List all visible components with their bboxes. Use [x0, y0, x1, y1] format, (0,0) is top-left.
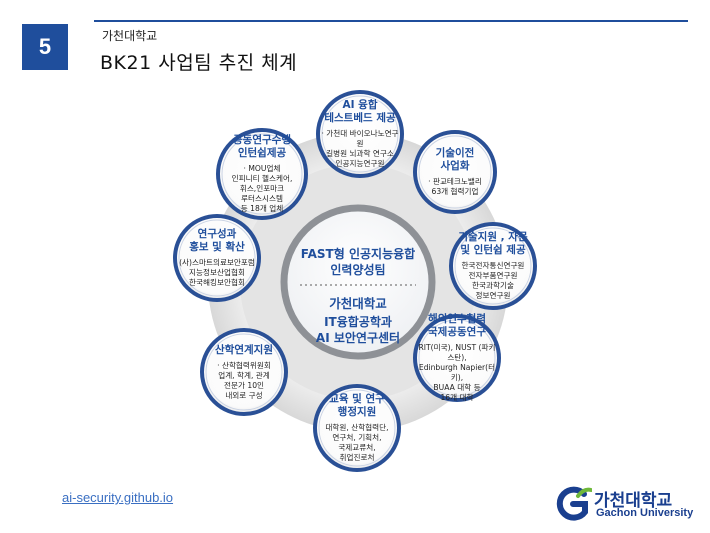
- gachon-logo: 가천대학교 Gachon University: [554, 486, 694, 522]
- center-circle: [280, 204, 436, 360]
- node-circle-joint-research: [216, 128, 308, 220]
- header-rule: [94, 20, 688, 22]
- node-inner-ring-joint-research: [221, 133, 303, 215]
- node-inner-ring-education: [318, 389, 396, 467]
- node-inner-ring-industry-link: [205, 333, 283, 411]
- node-inner-ring-tech-transfer: [418, 135, 492, 209]
- node-inner-ring-promotion: [178, 219, 256, 297]
- node-circle-promotion: [173, 214, 261, 302]
- center-label: FAST형 인공지능융합 인력양성팀: [288, 246, 428, 278]
- center-lower-label: IT융합공학과 AI 보안연구센터: [288, 314, 428, 346]
- node-circle-education: [313, 384, 401, 472]
- nodes-layer: [173, 90, 537, 472]
- center-lower-text: IT융합공학과 AI 보안연구센터: [315, 315, 401, 345]
- header-university: 가천대학교: [102, 29, 158, 43]
- center-university-text: 가천대학교: [329, 296, 387, 311]
- node-circle-tech-support: [449, 222, 537, 310]
- footer-website-link[interactable]: ai-security.github.io: [62, 490, 174, 505]
- center-upper-label: FAST형 인공지능융합 인력양성팀: [300, 247, 416, 277]
- node-inner-ring-intl-research: [418, 319, 496, 397]
- page-number-badge: 5: [22, 24, 68, 70]
- center-university-label: 가천대학교: [288, 293, 428, 312]
- logo-korean-name: 가천대학교: [594, 491, 673, 511]
- node-circle-tech-transfer: [413, 130, 497, 214]
- gachon-logo-mark-icon: [556, 486, 592, 521]
- node-circle-intl-research: [413, 314, 501, 402]
- node-inner-ring-ai-testbed: [321, 95, 399, 173]
- node-circle-ai-testbed: [316, 90, 404, 178]
- logo-english-name: Gachon University: [596, 507, 694, 519]
- node-inner-ring-tech-support: [454, 227, 532, 305]
- node-circle-industry-link: [200, 328, 288, 416]
- page-title: BK21 사업팀 추진 체계: [100, 52, 298, 74]
